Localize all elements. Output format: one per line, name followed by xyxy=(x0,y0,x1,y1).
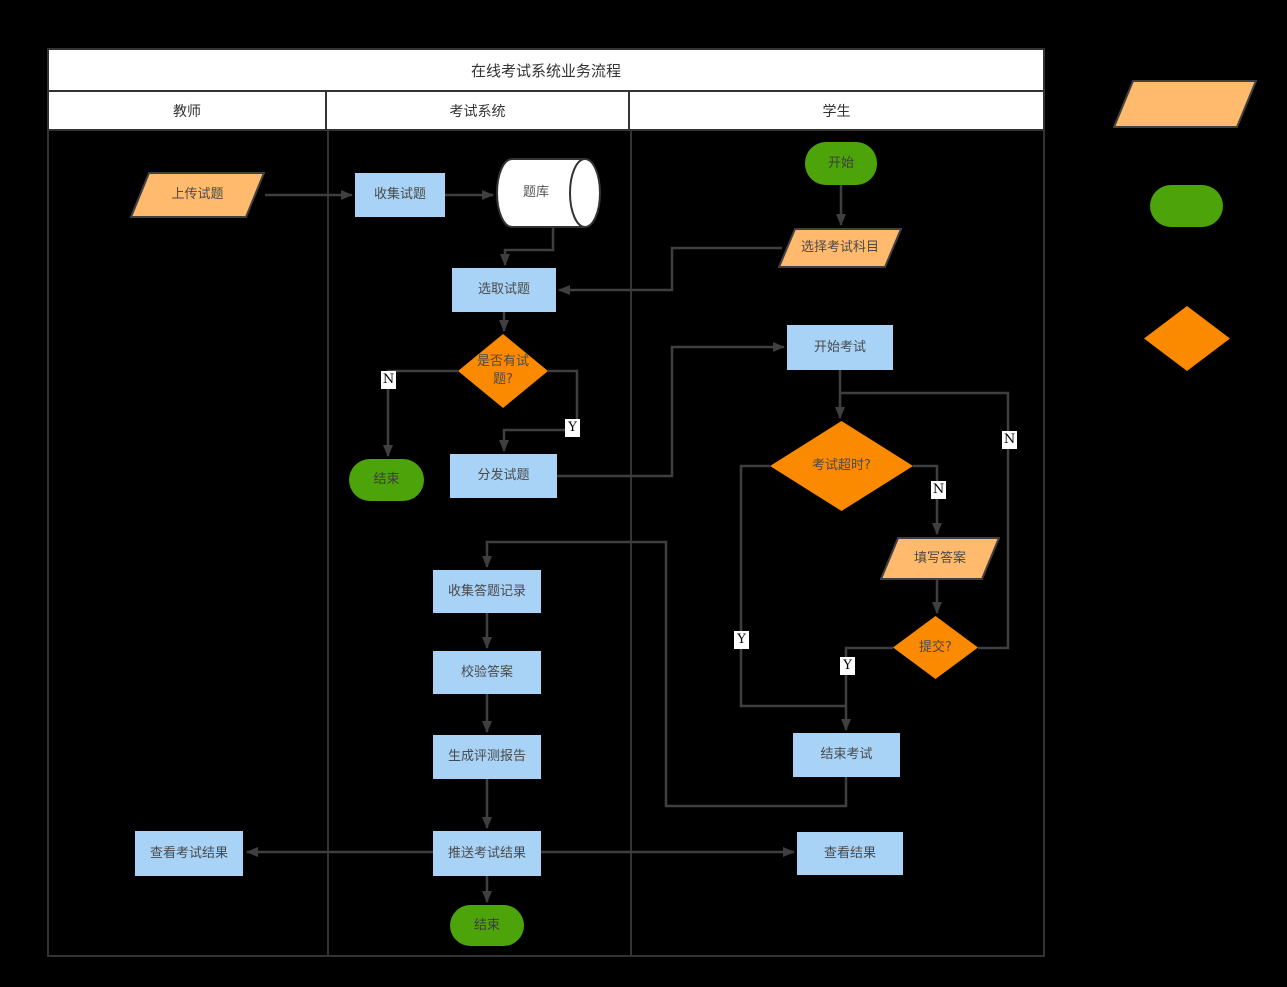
edge-decision-no-to-end xyxy=(383,369,458,457)
edge-label-n-2: N xyxy=(1002,431,1017,449)
question-bank-shape: 题库 xyxy=(496,158,602,228)
end-exam-label: 结束考试 xyxy=(820,747,873,763)
end-middle-shape: 结束 xyxy=(349,459,424,501)
choose-subject-label: 选择考试科目 xyxy=(800,240,879,256)
generate-report-shape: 生成评测报告 xyxy=(433,735,541,779)
edge-choose-subject-to-select xyxy=(558,246,782,295)
end-exam-shape: 结束考试 xyxy=(793,733,900,777)
question-bank-label: 题库 xyxy=(522,185,549,201)
collect-questions-label: 收集试题 xyxy=(373,187,426,203)
edge-submit-yes-to-end-exam xyxy=(841,646,893,731)
generate-report-label: 生成评测报告 xyxy=(447,749,526,765)
lane-header-exam-system: 考试系统 xyxy=(327,92,630,129)
distribute-questions-label: 分发试题 xyxy=(477,468,530,484)
view-exam-results-label: 查看考试结果 xyxy=(149,845,228,861)
edge-label-n-0: N xyxy=(381,371,396,389)
lane-separator-1 xyxy=(327,131,329,955)
start-label: 开始 xyxy=(827,155,854,171)
fill-answers-label: 填写答案 xyxy=(913,550,966,566)
edge-submit-no-loop xyxy=(840,391,1010,650)
collect-answer-records-shape: 收集答题记录 xyxy=(433,570,541,613)
exam-timeout-label: 考试超时? xyxy=(812,458,871,474)
end-middle-label: 结束 xyxy=(373,472,400,488)
edge-end-exam-to-collect-records xyxy=(482,540,848,808)
lane-header-row: 教师 考试系统 学生 xyxy=(49,92,1043,131)
edge-timeout-no-to-fill-answers xyxy=(913,464,942,535)
fill-answers-shape: 填写答案 xyxy=(880,537,1000,580)
exam-timeout-shape: 考试超时? xyxy=(770,421,913,511)
upload-questions-shape: 上传试题 xyxy=(130,172,265,218)
submit-label: 提交? xyxy=(919,639,952,655)
submit-shape: 提交? xyxy=(893,616,978,679)
edge-label-y-1: Y xyxy=(565,419,580,437)
edge-distribute-to-start-exam xyxy=(557,342,785,478)
lane-header-student: 学生 xyxy=(822,103,851,120)
legend-io-parallelogram-shape xyxy=(1113,80,1257,128)
has-questions-shape: 是否有试 题? xyxy=(458,334,548,408)
lane-header-teacher: 教师 xyxy=(49,92,327,129)
edge-timeout-yes-merge xyxy=(739,464,846,708)
edge-bank-to-select xyxy=(500,228,555,266)
choose-subject-shape: 选择考试科目 xyxy=(778,228,902,268)
end-bottom-shape: 结束 xyxy=(450,905,524,946)
distribute-questions-shape: 分发试题 xyxy=(450,454,557,498)
start-exam-label: 开始考试 xyxy=(813,339,866,355)
legend-terminator-shape xyxy=(1150,185,1223,227)
legend-decision-shape xyxy=(1144,306,1230,371)
edge-label-y-4: Y xyxy=(734,631,749,649)
swimlane-pool: 在线考试系统业务流程 教师 考试系统 学生 xyxy=(47,48,1045,957)
edge-label-n-3: N xyxy=(931,481,946,499)
start-shape: 开始 xyxy=(805,142,877,185)
view-exam-results-shape: 查看考试结果 xyxy=(135,831,243,876)
view-results-shape: 查看结果 xyxy=(797,832,903,875)
push-exam-results-shape: 推送考试结果 xyxy=(433,831,541,876)
start-exam-shape: 开始考试 xyxy=(787,325,893,370)
edge-label-y-5: Y xyxy=(840,657,855,675)
collect-answer-records-label: 收集答题记录 xyxy=(447,583,526,599)
end-bottom-label: 结束 xyxy=(473,917,500,933)
verify-answers-shape: 校验答案 xyxy=(433,651,541,694)
view-results-label: 查看结果 xyxy=(823,845,876,861)
collect-questions-shape: 收集试题 xyxy=(355,173,445,217)
push-exam-results-label: 推送考试结果 xyxy=(447,845,526,861)
select-questions-shape: 选取试题 xyxy=(452,268,556,312)
upload-questions-label: 上传试题 xyxy=(171,187,224,203)
diagram-title: 在线考试系统业务流程 xyxy=(49,50,1043,92)
verify-answers-label: 校验答案 xyxy=(460,664,513,680)
has-questions-label: 是否有试 题? xyxy=(476,354,529,387)
select-questions-label: 选取试题 xyxy=(477,282,530,298)
